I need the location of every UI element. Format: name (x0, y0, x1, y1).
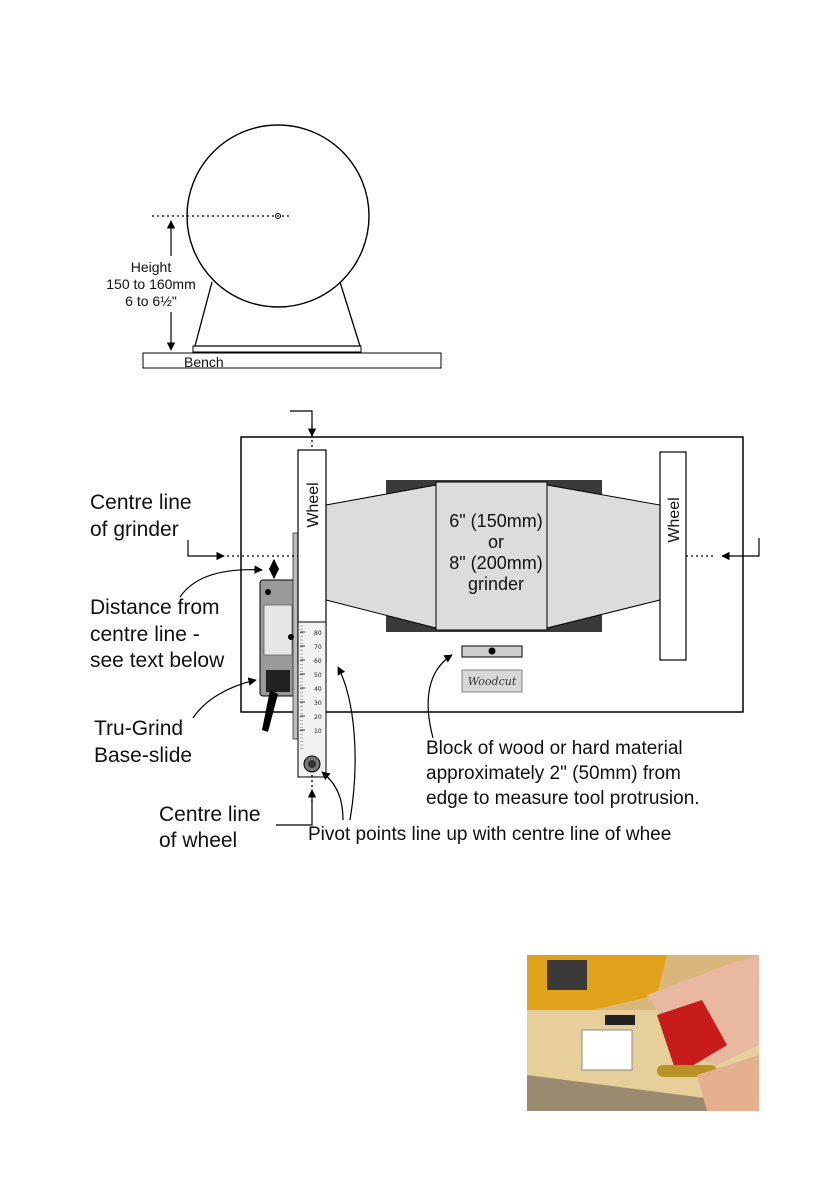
motor-body (435, 481, 548, 631)
trugrind-label-2: Base-slide (94, 744, 192, 767)
height-in-label: 6 to 6½" (125, 293, 177, 309)
pivot-label: Pivot points line up with centre line of… (308, 824, 671, 845)
woodcut-logo-text: Woodcut (468, 675, 517, 688)
distance-label-3: see text below (90, 649, 225, 672)
scale-tick-label: 30 (314, 700, 322, 707)
trugrind-pointer (192, 677, 257, 719)
left-wheel-label: Wheel (305, 482, 322, 527)
wood-block-dot (488, 647, 496, 655)
right-wheel (659, 451, 687, 661)
scale-ticks: 80 70 60 50 40 30 20 10 (300, 625, 322, 749)
base-slide-clamp (266, 670, 290, 692)
base-slide-screw-top (265, 589, 271, 595)
grinder-size-line3: 8" (200mm) (449, 553, 542, 573)
scale-tick-label: 10 (314, 728, 322, 735)
pivot-point-lower-inner (308, 760, 316, 768)
woodcut-logo: Woodcut (461, 669, 523, 693)
grinder-centre-arrow-left (187, 540, 225, 561)
centre-wheel-label-1: Centre line (159, 803, 261, 826)
base-slide-logo-plate (263, 604, 293, 656)
centre-wheel-label-2: of wheel (159, 829, 237, 852)
base-slide-handle (262, 690, 278, 732)
grinder-centre-arrow-right (721, 538, 760, 561)
right-wheel-label: Wheel (666, 497, 683, 542)
block-label-2: approximately 2" (50mm) from (426, 763, 681, 784)
height-label: Height (131, 259, 172, 275)
scale-tick-label: 60 (314, 658, 322, 665)
centre-grinder-label-1: Centre line (90, 491, 192, 514)
block-label-1: Block of wood or hard material (426, 738, 683, 759)
grinder-size-line4: grinder (468, 574, 524, 594)
wheel-centre-arrow-bottom (276, 789, 317, 826)
scale-tick-label: 50 (314, 672, 322, 679)
distance-label-1: Distance from (90, 596, 220, 619)
scale-tick-label: 70 (314, 644, 322, 651)
distance-pointer (179, 565, 263, 598)
top-view: 6" (150mm) or 8" (200mm) grinder Wheel W… (90, 410, 760, 852)
centre-grinder-label-2: of grinder (90, 518, 179, 541)
trugrind-label-1: Tru-Grind (94, 717, 183, 740)
side-view: Bench Height 150 to 160mm 6 to 6½" (106, 124, 442, 370)
block-label-3: edge to measure tool protrusion. (426, 788, 700, 809)
height-mm-label: 150 to 160mm (106, 276, 196, 292)
block-pointer (427, 654, 453, 739)
scale-tick-label: 40 (314, 686, 322, 693)
pivot-pointer-2 (321, 771, 344, 821)
pedestal-base (192, 345, 362, 353)
tool-setup-photo (527, 955, 759, 1111)
pivot-pointer-1 (337, 666, 356, 821)
grinder-size-line2: or (488, 532, 504, 552)
bench (142, 352, 442, 369)
pivot-point-upper (288, 634, 294, 640)
bench-label: Bench (184, 354, 224, 370)
scale-tick-label: 80 (314, 630, 322, 637)
distance-label-2: centre line - (90, 623, 200, 646)
wheel-centre-arrow-top (290, 410, 317, 437)
grinder-size-line1: 6" (150mm) (449, 511, 542, 531)
scale-tick-label: 20 (314, 714, 322, 721)
